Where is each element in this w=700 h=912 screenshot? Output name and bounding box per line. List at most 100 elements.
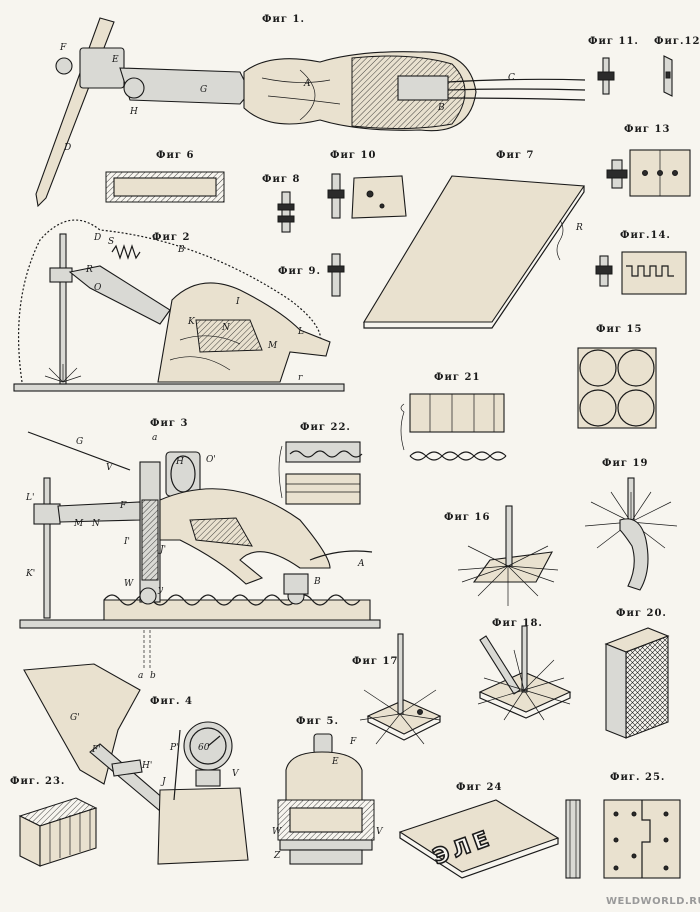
figure-19: Фиг 19: [584, 458, 678, 591]
svg-text:V: V: [232, 769, 240, 779]
svg-text:E: E: [111, 55, 119, 65]
figure-2-title: Фиг 2: [152, 232, 190, 243]
figure-1-title: Фиг 1.: [262, 14, 305, 25]
svg-text:G: G: [200, 85, 207, 95]
svg-text:C: C: [508, 73, 515, 83]
figure-7-title: Фиг 7: [496, 150, 534, 161]
figure-10: Фиг 10: [327, 150, 407, 219]
figure-23-title: Фиг. 23.: [10, 776, 65, 787]
figure-11-title: Фиг 11.: [588, 36, 639, 47]
svg-text:B: B: [313, 577, 321, 587]
fig3-rack: [103, 599, 371, 621]
figure-13-title: Фиг 13: [624, 124, 670, 135]
figure-24-title: Фиг 24: [456, 782, 502, 793]
fig1-socket: [397, 75, 449, 101]
figure-10-title: Фиг 10: [330, 150, 376, 161]
figure-14-title: Фиг.14.: [620, 230, 671, 241]
figure-25: Фиг. 25.: [565, 772, 681, 879]
fig2-cable: [17, 219, 322, 383]
figure-11: Фиг 11.: [588, 36, 639, 95]
figure-8: Фиг 8: [262, 174, 300, 233]
svg-text:K': K': [25, 569, 35, 579]
figure-5-title: Фиг 5.: [296, 716, 339, 727]
figure-17-title: Фиг 17: [352, 656, 398, 667]
fig1-cable: [447, 78, 586, 83]
fig1-pivot: [123, 77, 145, 99]
svg-text:F: F: [349, 737, 357, 747]
figure-1: Фиг 1. F E G H A C B D: [35, 14, 586, 208]
svg-text:F: F: [119, 501, 127, 511]
svg-text:D: D: [93, 233, 101, 243]
svg-text:a: a: [138, 671, 143, 681]
svg-text:P': P': [169, 743, 179, 753]
figure-20-title: Фиг 20.: [616, 608, 667, 619]
fig5-body: [285, 751, 363, 801]
svg-text:Z: Z: [273, 851, 281, 861]
svg-text:y: y: [157, 585, 164, 595]
figure-13: Фиг 13: [606, 124, 691, 197]
svg-text:H: H: [129, 107, 138, 117]
figure-6-title: Фиг 6: [156, 150, 194, 161]
figure-17: Фиг 17: [352, 633, 442, 745]
svg-text:V: V: [106, 463, 114, 473]
figure-8-title: Фиг 8: [262, 174, 300, 185]
svg-text:E: E: [331, 757, 339, 767]
fig19-hook: [619, 518, 649, 591]
fig1-screw-knob: [55, 57, 73, 75]
svg-text:B: B: [177, 245, 185, 255]
svg-text:a: a: [152, 433, 157, 443]
figure-20: Фиг 20.: [604, 608, 670, 739]
fig1-clamp: [79, 47, 125, 89]
figure-18-title: Фиг 18.: [492, 618, 543, 629]
svg-text:W: W: [124, 579, 134, 589]
svg-text:W: W: [272, 827, 282, 837]
svg-text:N: N: [91, 519, 101, 529]
svg-text:D: D: [63, 143, 71, 153]
figure-15-title: Фиг 15: [596, 324, 642, 335]
svg-text:O: O: [94, 283, 102, 293]
svg-text:S: S: [108, 237, 114, 247]
fig4-workpiece: [157, 787, 249, 865]
figure-23: Фиг. 23.: [10, 776, 98, 867]
svg-text:r: r: [298, 373, 303, 383]
figure-16: Фиг 16: [444, 505, 559, 606]
svg-text:I: I: [235, 297, 240, 307]
svg-text:b: b: [150, 671, 156, 681]
figure-15: Фиг 15: [577, 324, 657, 429]
svg-text:A: A: [357, 559, 365, 569]
svg-text:M: M: [73, 519, 84, 529]
svg-text:I': I': [123, 537, 130, 547]
figure-21: Фиг 21: [400, 372, 507, 461]
svg-text:L': L': [25, 493, 34, 503]
svg-text:O': O': [206, 455, 216, 465]
svg-text:H': H': [141, 761, 152, 771]
figure-9-title: Фиг 9.: [278, 266, 321, 277]
figure-25-title: Фиг. 25.: [610, 772, 665, 783]
svg-text:K: K: [187, 317, 196, 327]
figure-12: Фиг.12.: [654, 36, 700, 97]
figure-22-title: Фиг 22.: [300, 422, 351, 433]
svg-text:F: F: [59, 43, 67, 53]
watermark: WELDWORLD.RU: [606, 896, 700, 907]
figure-2: Фиг 2 D S B R O K N I L M r: [13, 219, 345, 392]
svg-text:M: M: [267, 341, 278, 351]
fig4-gauge-reading: 60: [198, 743, 210, 753]
svg-text:B: B: [437, 103, 445, 113]
figure-4-title: Фиг. 4: [150, 696, 193, 707]
svg-text:V: V: [376, 827, 384, 837]
svg-text:J: J: [160, 777, 167, 787]
figure-16-title: Фиг 16: [444, 512, 490, 523]
svg-text:F': F': [91, 745, 101, 755]
figure-21-title: Фиг 21: [434, 372, 480, 383]
figure-22: Фиг 22.: [278, 422, 363, 505]
svg-text:G: G: [76, 437, 83, 447]
svg-text:J': J': [158, 545, 166, 555]
svg-text:R: R: [575, 223, 583, 233]
svg-text:N: N: [221, 323, 231, 333]
svg-text:L: L: [297, 327, 304, 337]
figure-12-title: Фиг.12.: [654, 36, 700, 47]
figure-14: Фиг.14.: [595, 230, 687, 295]
figure-5: Фиг 5. F E W V Z: [272, 716, 384, 865]
figure-3: Фиг 3 G V H O' a L' M N: [19, 418, 381, 681]
